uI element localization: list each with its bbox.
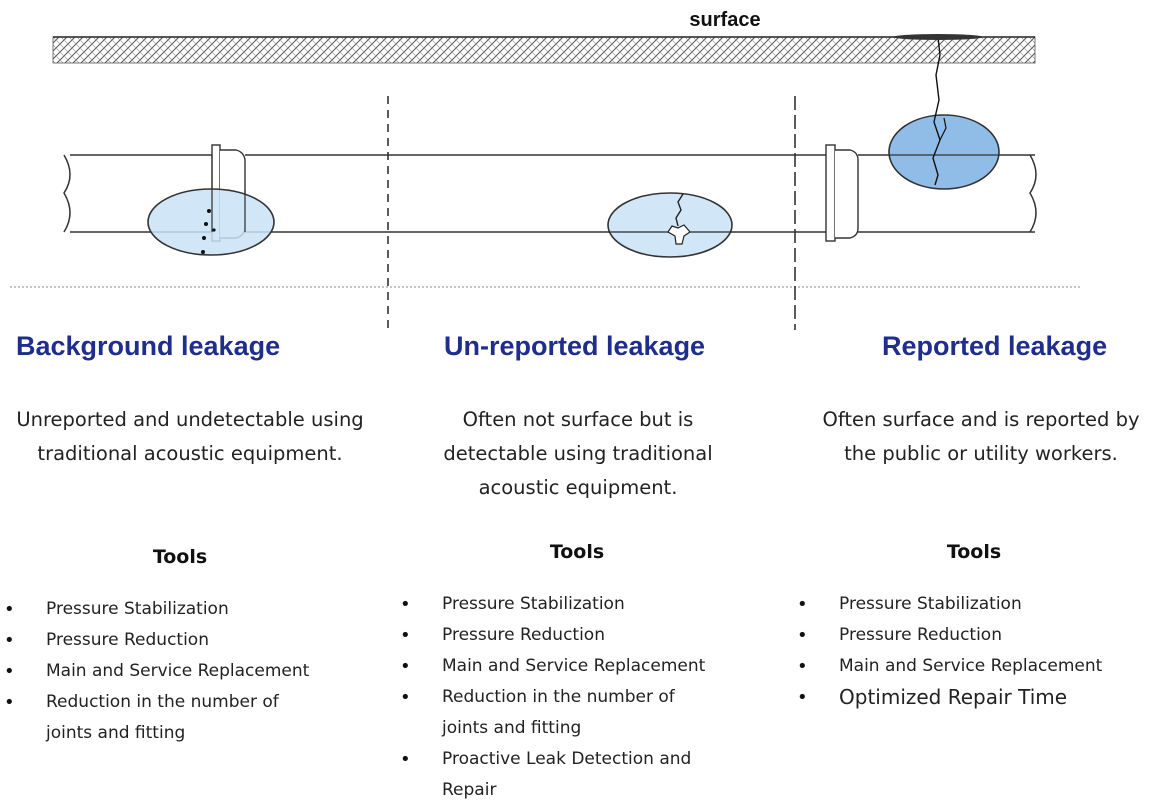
list-item: Reduction in the number of joints and fit…	[396, 682, 705, 744]
description-reported-leakage: Often surface and is reported by the pub…	[806, 403, 1156, 471]
list-item-line: Proactive Leak Detection and	[442, 749, 692, 769]
list-item: Pressure Reduction	[0, 625, 309, 656]
leak-background	[147, 155, 275, 256]
list-item: Optimized Repair Time	[793, 682, 1102, 713]
ground-layer	[52, 36, 1036, 64]
description-line: Unreported and undetectable using	[16, 408, 364, 431]
leak-unreported	[607, 192, 733, 258]
list-item: Main and Service Replacement	[793, 651, 1102, 682]
description-unreported-leakage: Often not surface but is detectable usin…	[398, 403, 758, 505]
tools-list-unreported: Pressure Stabilization Pressure Reductio…	[396, 589, 705, 806]
list-item: Pressure Stabilization	[0, 594, 309, 625]
list-item: Reduction in the number of joints and fit…	[0, 687, 309, 749]
pipe-joint-right	[825, 144, 859, 242]
description-background-leakage: Unreported and undetectable using tradit…	[0, 403, 380, 471]
list-item: Pressure Stabilization	[793, 589, 1102, 620]
surface-label: surface	[689, 9, 760, 31]
tools-title-background: Tools	[152, 546, 208, 568]
list-item: Main and Service Replacement	[396, 651, 705, 682]
list-item-line: joints and fitting	[442, 718, 582, 738]
tools-list-reported: Pressure Stabilization Pressure Reductio…	[793, 589, 1102, 713]
pipe-cut-left	[63, 154, 71, 233]
description-line: the public or utility workers.	[844, 442, 1118, 465]
list-item: Pressure Stabilization	[396, 589, 705, 620]
list-item-line: Reduction in the number of	[46, 692, 279, 712]
description-line: Often surface and is reported by	[822, 408, 1140, 431]
list-item-line: joints and fitting	[46, 723, 186, 743]
tools-title-reported: Tools	[946, 541, 1002, 563]
leak-reported	[888, 34, 1000, 190]
list-item-line: Reduction in the number of	[442, 687, 675, 707]
list-item-line: Repair	[442, 780, 497, 800]
description-line: traditional acoustic equipment.	[37, 442, 343, 465]
tools-list-background: Pressure Stabilization Pressure Reductio…	[0, 594, 309, 749]
list-item: Pressure Reduction	[793, 620, 1102, 651]
tools-title-unreported: Tools	[549, 541, 605, 563]
description-line: acoustic equipment.	[478, 476, 678, 499]
description-line: Often not surface but is	[462, 408, 694, 431]
list-item: Pressure Reduction	[396, 620, 705, 651]
pipe-cut-right	[1029, 154, 1037, 233]
heading-reported-leakage: Reported leakage	[882, 331, 1108, 361]
heading-background-leakage: Background leakage	[16, 331, 281, 361]
description-line: detectable using traditional	[443, 442, 713, 465]
pipe-diagram: surface	[10, 9, 1080, 330]
list-item: Main and Service Replacement	[0, 656, 309, 687]
heading-unreported-leakage: Un-reported leakage	[444, 331, 706, 361]
pipe-middle	[232, 154, 830, 233]
